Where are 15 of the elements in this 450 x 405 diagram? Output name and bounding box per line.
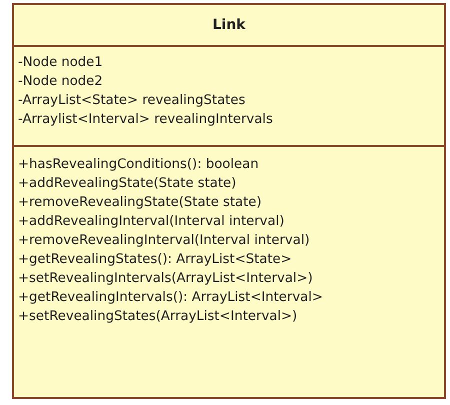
method-text: +getRevealingStates(): ArrayList<State> (18, 251, 292, 269)
class-name: Link (212, 16, 246, 35)
method-text: +removeRevealingState(State state) (18, 194, 262, 212)
method-text: +hasRevealingConditions(): boolean (18, 156, 259, 174)
method-text: +getRevealingIntervals(): ArrayList<Interval> (18, 289, 323, 307)
method-text: +addRevealingState(State state) (18, 175, 236, 193)
method-text: +setRevealingIntervals(ArrayList<Interval>) (18, 270, 313, 288)
method-text: +removeRevealingInterval(Interval interval) (18, 232, 310, 250)
method-text: +setRevealingStates(ArrayList<Interval>) (18, 308, 298, 326)
method-text: +addRevealingInterval(Interval interval) (18, 213, 284, 231)
class-box (12, 3, 446, 399)
attribute-text: -Arraylist<Interval> revealingIntervals (18, 111, 273, 129)
attribute-text: -Node node1 (18, 54, 103, 72)
attribute-text: -Node node2 (18, 73, 103, 91)
attribute-text: -ArrayList<State> revealingStates (18, 92, 246, 110)
